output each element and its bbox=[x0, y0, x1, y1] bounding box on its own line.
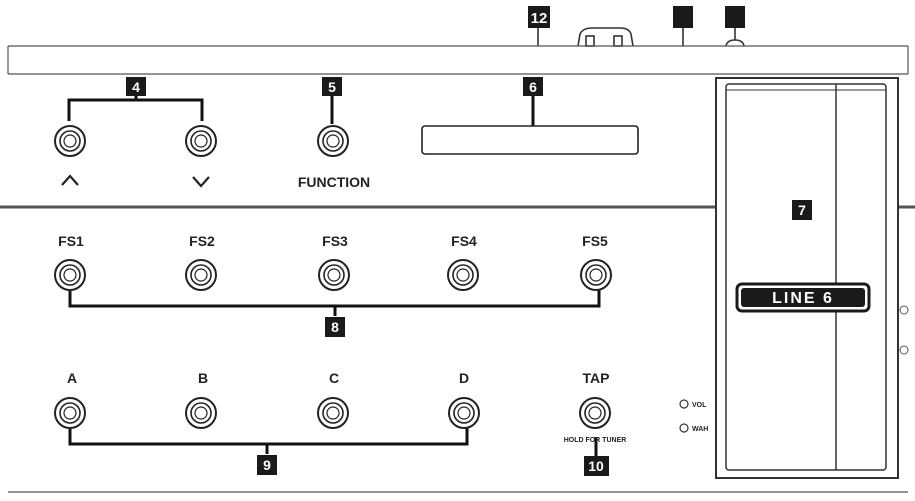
switch-down[interactable] bbox=[185, 125, 217, 157]
fs2-label: FS2 bbox=[189, 233, 215, 249]
fs3-label: FS3 bbox=[322, 233, 348, 249]
switch-fs3[interactable] bbox=[318, 259, 350, 291]
svg-text:4: 4 bbox=[132, 79, 140, 95]
switch-fs5[interactable] bbox=[580, 259, 612, 291]
callout-7: 7 bbox=[792, 200, 812, 220]
svg-text:6: 6 bbox=[529, 79, 537, 95]
chevron-up-icon bbox=[61, 174, 79, 186]
switch-d[interactable] bbox=[448, 397, 480, 429]
switch-function[interactable] bbox=[317, 125, 349, 157]
callout-10: 10 bbox=[584, 456, 609, 476]
callout-blank-left bbox=[673, 6, 693, 28]
switch-tap[interactable] bbox=[579, 397, 611, 429]
bracket-4 bbox=[67, 94, 204, 121]
b-label: B bbox=[198, 370, 208, 386]
bracket-8 bbox=[68, 286, 601, 316]
fs1-label: FS1 bbox=[58, 233, 84, 249]
wah-indicator: WAH bbox=[679, 423, 708, 433]
svg-text:LINE 6: LINE 6 bbox=[772, 290, 834, 307]
expression-pedal bbox=[715, 77, 909, 479]
fs4-label: FS4 bbox=[451, 233, 477, 249]
a-label: A bbox=[67, 370, 77, 386]
vol-indicator: VOL bbox=[679, 399, 707, 409]
callout-9: 9 bbox=[257, 455, 277, 475]
switch-b[interactable] bbox=[185, 397, 217, 429]
svg-text:9: 9 bbox=[263, 457, 271, 473]
svg-text:WAH: WAH bbox=[692, 426, 708, 433]
svg-text:7: 7 bbox=[798, 202, 806, 218]
switch-up[interactable] bbox=[54, 125, 86, 157]
tap-label: TAP bbox=[583, 370, 610, 386]
lcd-display bbox=[421, 125, 639, 155]
switch-fs4[interactable] bbox=[447, 259, 479, 291]
callout-12: 12 bbox=[528, 6, 550, 28]
callout-blank-right bbox=[725, 6, 745, 28]
switch-fs1[interactable] bbox=[54, 259, 86, 291]
svg-text:5: 5 bbox=[328, 79, 336, 95]
tap-sub-label: HOLD FOR TUNER bbox=[564, 437, 627, 444]
fs5-label: FS5 bbox=[582, 233, 608, 249]
bracket-9 bbox=[68, 425, 469, 454]
switch-fs2[interactable] bbox=[185, 259, 217, 291]
svg-text:8: 8 bbox=[331, 319, 339, 335]
callout-4: 4 bbox=[126, 77, 146, 96]
rear-connectors bbox=[537, 27, 745, 47]
callout-8: 8 bbox=[325, 317, 345, 337]
callout-5: 5 bbox=[322, 77, 342, 96]
line6-logo: LINE 6 bbox=[735, 282, 871, 313]
switch-c[interactable] bbox=[317, 397, 349, 429]
svg-text:10: 10 bbox=[588, 458, 604, 474]
svg-text:12: 12 bbox=[531, 10, 548, 27]
function-label: FUNCTION bbox=[298, 174, 370, 190]
d-label: D bbox=[459, 370, 469, 386]
chevron-down-icon bbox=[192, 176, 210, 188]
switch-a[interactable] bbox=[54, 397, 86, 429]
callout-6: 6 bbox=[523, 77, 543, 96]
c-label: C bbox=[329, 370, 339, 386]
svg-text:VOL: VOL bbox=[692, 402, 707, 409]
